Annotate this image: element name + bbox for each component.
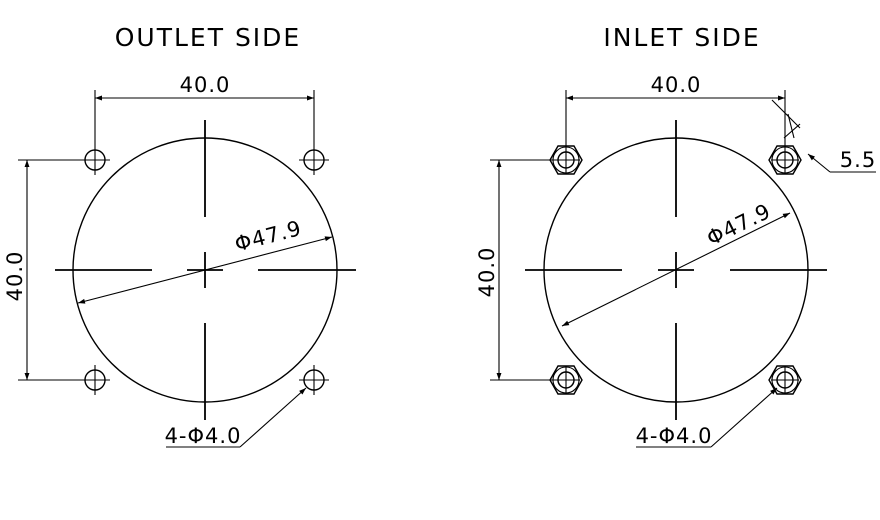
outlet-width-dimension: 40.0 xyxy=(94,73,315,145)
outlet-side-view: OUTLET SIDE xyxy=(3,23,356,448)
inlet-nut-dimension: 5.5 xyxy=(771,99,876,173)
inlet-mounting-holes xyxy=(549,145,802,395)
inlet-width-label: 40.0 xyxy=(651,73,702,97)
inlet-height-dimension: 40.0 xyxy=(475,159,552,381)
inlet-height-label: 40.0 xyxy=(475,247,499,298)
inlet-side-title: INLET SIDE xyxy=(603,23,760,52)
hole-icon xyxy=(299,145,329,175)
outlet-height-dimension: 40.0 xyxy=(3,159,80,381)
inlet-width-dimension: 40.0 xyxy=(565,73,786,146)
outlet-height-label: 40.0 xyxy=(3,251,27,302)
hex-nut-icon xyxy=(549,145,583,175)
inlet-nut-label: 5.5 xyxy=(840,148,876,172)
hex-nut-icon xyxy=(768,145,802,175)
inlet-diameter-label: Φ47.9 xyxy=(703,199,775,251)
hole-icon xyxy=(299,365,329,395)
inlet-hole-callout-label: 4-Φ4.0 xyxy=(636,424,713,448)
inlet-side-view: INLET SIDE xyxy=(475,23,876,448)
outlet-diameter-label: Φ47.9 xyxy=(232,216,304,256)
inlet-hole-callout: 4-Φ4.0 xyxy=(636,387,778,448)
outlet-mounting-holes xyxy=(80,145,329,395)
hex-nut-icon xyxy=(768,365,802,395)
outlet-hole-callout: 4-Φ4.0 xyxy=(165,387,307,448)
hole-icon xyxy=(80,365,110,395)
outlet-side-title: OUTLET SIDE xyxy=(115,23,301,52)
hole-icon xyxy=(80,145,110,175)
outlet-width-label: 40.0 xyxy=(180,73,231,97)
outlet-hole-callout-label: 4-Φ4.0 xyxy=(165,424,242,448)
hex-nut-icon xyxy=(549,365,583,395)
